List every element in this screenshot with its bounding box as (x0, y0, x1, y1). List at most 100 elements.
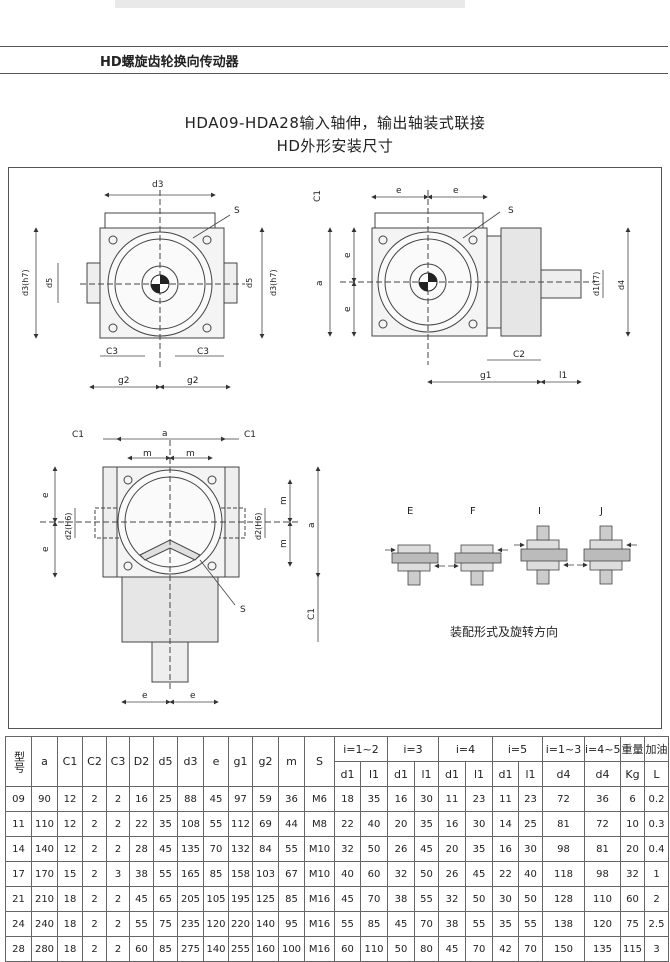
table-cell: 36 (584, 786, 621, 812)
table-cell: 25 (518, 811, 543, 837)
assembly-caption: 装配形式及旋转方向 (450, 625, 559, 639)
table-cell: 112 (228, 811, 253, 837)
table-header-cell: i=4 (438, 736, 493, 762)
table-cell: 28 (5, 936, 32, 962)
table-cell: M16 (304, 886, 335, 912)
table-cell: 275 (177, 936, 204, 962)
table-cell: 55 (465, 911, 493, 937)
table-cell: 108 (177, 811, 204, 837)
table-cell: 103 (252, 861, 279, 887)
table-cell: 280 (31, 936, 58, 962)
table-cell: 38 (129, 861, 154, 887)
table-cell: 24 (5, 911, 32, 937)
table-cell: 45 (387, 911, 415, 937)
table-cell: 17 (5, 861, 32, 887)
bullseye-mark-2 (418, 272, 438, 292)
label-s-side: S (508, 206, 514, 216)
table-cell: 140 (252, 911, 279, 937)
table-cell: 132 (228, 836, 253, 862)
label-c1-right: C1 (307, 608, 317, 620)
table-cell: 40 (334, 861, 361, 887)
assembly-form-f (448, 544, 508, 586)
table-header-cell: a (31, 736, 58, 787)
table-cell: 2 (106, 936, 130, 962)
table-cell: 22 (129, 811, 154, 837)
table-cell: 138 (542, 911, 585, 937)
table-header-cell: 加油 (644, 736, 669, 762)
table-cell: 38 (438, 911, 466, 937)
table-cell: 30 (414, 786, 439, 812)
table-cell: 2 (82, 786, 107, 812)
table-cell: 2 (82, 936, 107, 962)
table-header-cell: S (304, 736, 335, 787)
table-cell: 44 (278, 811, 305, 837)
table-cell: 45 (153, 836, 178, 862)
table-cell: 60 (620, 886, 645, 912)
table-cell: 205 (177, 886, 204, 912)
table-cell: 55 (518, 911, 543, 937)
table-cell: 70 (518, 936, 543, 962)
table-cell: 2 (82, 836, 107, 862)
table-cell: 120 (203, 911, 229, 937)
table-cell: 125 (252, 886, 279, 912)
table-cell: 110 (31, 811, 58, 837)
table-cell: M10 (304, 836, 335, 862)
table-subheader-cell: d1 (387, 761, 415, 787)
table-header-cell: d5 (153, 736, 178, 787)
table-cell: 84 (252, 836, 279, 862)
table-cell: 105 (203, 886, 229, 912)
table-cell: 35 (360, 786, 388, 812)
table-cell: 97 (228, 786, 253, 812)
table-cell: 3 (106, 861, 130, 887)
table-cell: M6 (304, 786, 335, 812)
table-cell: 81 (584, 836, 621, 862)
table-cell: 11 (5, 811, 32, 837)
label-c1-side: C1 (313, 190, 323, 202)
table-cell: 36 (278, 786, 305, 812)
table-cell: 235 (177, 911, 204, 937)
table-cell: 160 (252, 936, 279, 962)
table-cell: M16 (304, 936, 335, 962)
table-cell: 16 (492, 836, 519, 862)
label-d3h7-right: d3(h7) (269, 269, 278, 296)
table-cell: 85 (153, 936, 178, 962)
table-cell: 85 (278, 886, 305, 912)
table-cell: 135 (177, 836, 204, 862)
table-cell: 0.4 (644, 836, 669, 862)
table-cell: 2 (106, 811, 130, 837)
table-subheader-cell: Kg (620, 761, 645, 787)
top-view-drawing (40, 440, 300, 690)
table-header-cell: i=1~3 (542, 736, 585, 762)
table-cell: 55 (153, 861, 178, 887)
table-cell: 30 (492, 886, 519, 912)
table-subheader-cell: L (644, 761, 669, 787)
table-cell: 70 (465, 936, 493, 962)
table-cell: 115 (620, 936, 645, 962)
table-cell: 2 (82, 811, 107, 837)
table-cell: 85 (360, 911, 388, 937)
table-cell: 140 (31, 836, 58, 862)
table-cell: 18 (57, 911, 83, 937)
header-bar: HD螺旋齿轮换向传动器 (0, 46, 668, 74)
table-cell: 45 (203, 786, 229, 812)
table-cell: 32 (334, 836, 361, 862)
table-cell: 2 (82, 861, 107, 887)
section-title-line1: HDA09-HDA28输入轴伸，输出轴装式联接 (184, 114, 486, 132)
assembly-label-e: E (407, 506, 413, 517)
table-cell: 85 (203, 861, 229, 887)
assembly-label-j: J (599, 506, 603, 517)
table-header-cell: 型号 (5, 736, 32, 787)
table-cell: 95 (278, 911, 305, 937)
table-subheader-cell: d4 (542, 761, 585, 787)
table-cell: 255 (228, 936, 253, 962)
table-cell: 26 (438, 861, 466, 887)
label-e-side-down: e (343, 306, 353, 312)
table-cell: 09 (5, 786, 32, 812)
assembly-label-i: I (538, 506, 541, 517)
table-cell: 23 (518, 786, 543, 812)
table-cell: 98 (542, 836, 585, 862)
table-cell: M16 (304, 911, 335, 937)
label-g2-left: g2 (118, 376, 129, 386)
